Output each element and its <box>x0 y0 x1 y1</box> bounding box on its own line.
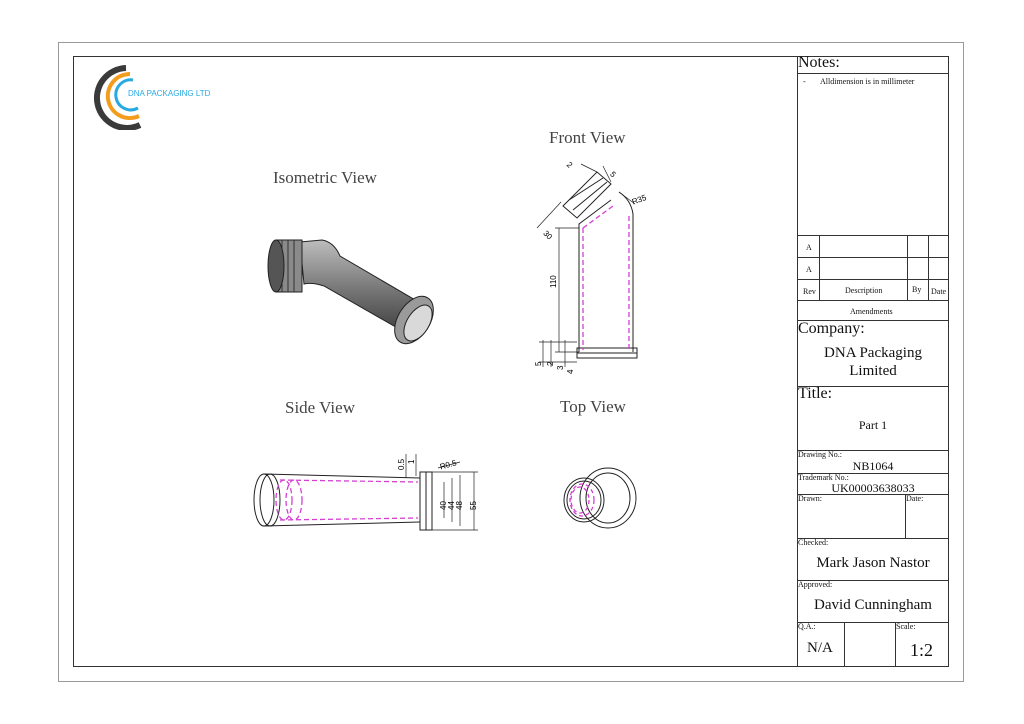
qa-value: N/A <box>807 640 833 656</box>
iso-neck-end <box>267 239 285 293</box>
note-dash: - <box>803 77 806 86</box>
logo-arc-blue <box>114 78 139 112</box>
scale-col <box>895 622 896 667</box>
company-name-line2: Limited <box>849 363 897 379</box>
trademark-value: UK00003638033 <box>831 481 915 495</box>
date-label: Date: <box>906 494 924 503</box>
drawing-frame <box>73 56 949 667</box>
top-view-title: Top View <box>560 397 626 416</box>
drawing-no-divider <box>797 473 949 474</box>
title-divider <box>797 450 949 451</box>
logo-arc-orange <box>105 71 140 120</box>
company-name-line1: DNA Packaging <box>824 345 922 361</box>
by-header: By <box>912 285 922 294</box>
notes-divider <box>797 73 949 74</box>
logo-text: DNA PACKAGING LTD <box>128 89 211 98</box>
company-divider <box>797 386 949 387</box>
rev-header: Rev <box>803 287 816 296</box>
side-view-title: Side View <box>285 398 355 417</box>
side-dim-44: 44 <box>447 501 456 510</box>
isometric-view-title: Isometric View <box>273 168 377 187</box>
front-dim-30: 30 <box>541 229 554 242</box>
front-dim-r35: R35 <box>631 193 648 207</box>
front-dim-5-bottom: 5 <box>534 361 543 366</box>
side-dim-55: 55 <box>469 501 478 510</box>
logo-arc-dark <box>94 65 142 130</box>
title-block <box>797 56 949 667</box>
title-value: Part 1 <box>858 418 888 432</box>
side-left-end <box>253 473 275 527</box>
side-dim-40: 40 <box>439 501 448 510</box>
side-dim-r0-5: R0.5 <box>439 458 458 471</box>
notes-label: Notes: <box>798 54 840 71</box>
drawing-no-label: Drawing No.: <box>798 450 842 459</box>
front-dim-2-bottom: 2 <box>546 361 555 366</box>
trademark-divider <box>797 494 949 495</box>
front-view-title: Front View <box>549 128 626 147</box>
rev-col-3 <box>928 235 929 300</box>
side-dim-1: 1 <box>407 459 416 464</box>
side-top-edge <box>263 473 421 479</box>
rev-row-top <box>797 235 949 236</box>
approved-divider <box>797 622 949 623</box>
front-dim-110: 110 <box>549 275 558 288</box>
drawn-date-col <box>905 494 906 538</box>
scale-value: 1:2 <box>910 640 934 660</box>
rev-col-2 <box>907 235 908 300</box>
checked-divider <box>797 580 949 581</box>
qa-label: Q.A.: <box>798 622 816 631</box>
top-view <box>563 467 637 529</box>
drawn-divider <box>797 538 949 539</box>
front-outline-left <box>578 199 612 352</box>
title-label: Title: <box>798 385 833 402</box>
top-neck-outer <box>563 477 605 523</box>
rev-row-4 <box>797 300 949 301</box>
side-view: 0.5 1 R0.5 40 44 48 55 <box>253 454 478 531</box>
description-header: Description <box>845 286 883 295</box>
front-dim-3-bottom: 3 <box>556 365 565 370</box>
front-dim-5-top: 5 <box>608 170 618 180</box>
drawn-label: Drawn: <box>798 494 822 503</box>
rev-a-1: A <box>806 243 812 252</box>
rev-a-2: A <box>806 265 812 274</box>
amendments-label: Amendments <box>850 307 893 316</box>
side-dim-48: 48 <box>455 501 464 510</box>
front-dim-2-top: 2 <box>565 160 575 170</box>
iso-flange-opening <box>403 304 433 342</box>
front-neck <box>562 171 612 219</box>
trademark-label: Trademark No.: <box>798 473 849 482</box>
company-logo <box>94 65 142 130</box>
amend-divider <box>797 320 949 321</box>
top-outer-flange <box>579 467 637 529</box>
rev-row-2 <box>797 257 949 258</box>
side-dim-0-5: 0.5 <box>397 458 406 470</box>
rev-row-3 <box>797 279 949 280</box>
side-bottom-edge <box>263 521 421 527</box>
sheet-outer-border <box>58 42 964 682</box>
date-header: Date <box>931 287 947 296</box>
company-label: Company: <box>798 320 865 337</box>
checked-label: Checked: <box>798 538 829 547</box>
note-1: Alldimension is in millimeter <box>820 77 915 86</box>
checked-value: Mark Jason Nastor <box>816 555 930 571</box>
front-outline-right <box>618 191 634 352</box>
front-view: 110 30 2 5 R35 5 2 3 4 <box>534 160 648 374</box>
approved-label: Approved: <box>798 580 833 589</box>
isometric-view <box>267 239 434 345</box>
approved-value: David Cunningham <box>814 597 932 613</box>
rev-col-1 <box>819 235 820 300</box>
top-inner-flange <box>585 472 631 524</box>
scale-label: Scale: <box>896 622 916 631</box>
drawing-no-value: NB1064 <box>852 459 894 473</box>
front-dim-4-bottom: 4 <box>566 369 575 374</box>
qa-col <box>844 622 845 667</box>
